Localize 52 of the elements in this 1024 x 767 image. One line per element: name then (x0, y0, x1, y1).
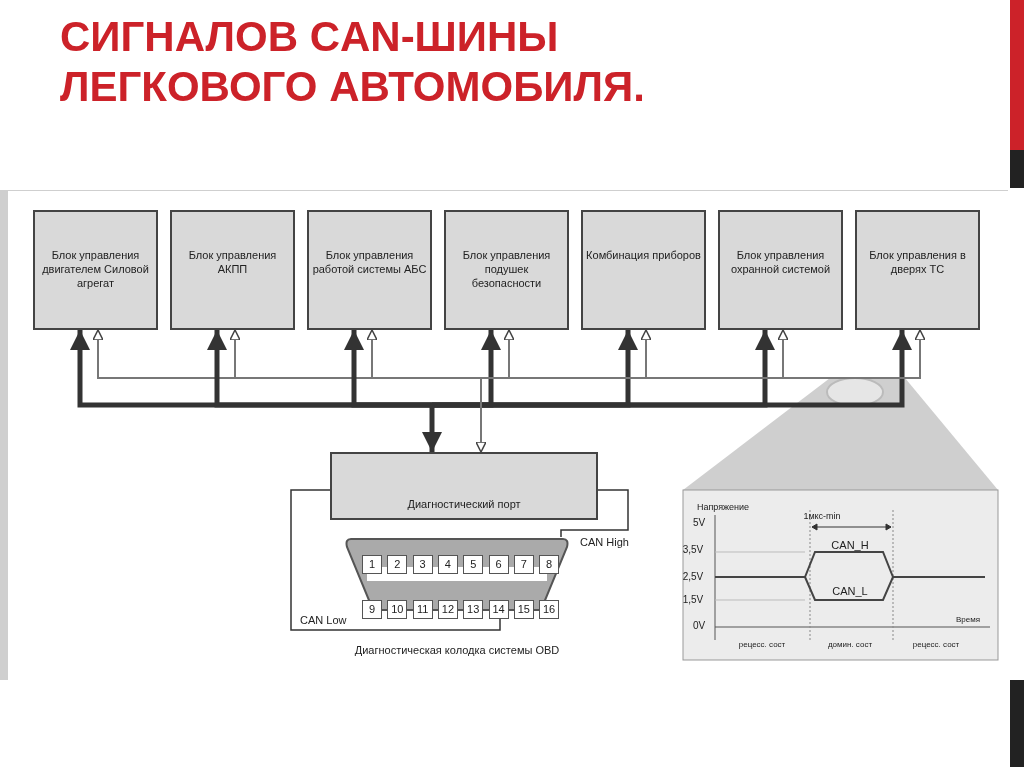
control-unit-box (718, 210, 843, 330)
chart-label: рецесс. сост (912, 641, 960, 649)
pin-number: 16 (539, 600, 560, 619)
pin-number: 8 (539, 555, 560, 574)
wire (560, 489, 629, 538)
control-unit-box (855, 210, 980, 330)
title: СИГНАЛОВ CAN-ШИНЫ ЛЕГКОВОГО АВТОМОБИЛЯ. (60, 12, 646, 112)
chart-label: 1,5V (682, 595, 704, 605)
node-label: Блок управления в дверях ТС (868, 248, 967, 276)
bus-line (344, 330, 432, 408)
bus-line (422, 405, 442, 452)
pin-number: 10 (387, 600, 408, 619)
chart-label: Время (955, 616, 981, 624)
chart-label: домин. сост (827, 641, 873, 649)
pin-number: 9 (362, 600, 382, 619)
bus-line (475, 377, 487, 453)
control-unit-box (444, 210, 569, 330)
edge-label: CAN Low (300, 614, 347, 627)
pin-number: 15 (513, 600, 534, 619)
bus-line (432, 330, 912, 408)
node-label: Блок управления работой системы АБС (312, 248, 427, 276)
control-unit-box (170, 210, 295, 330)
pin-number: 5 (463, 555, 484, 574)
chart-label: Напряжение (696, 502, 750, 512)
pin-number: 14 (488, 600, 509, 619)
wire (290, 489, 501, 631)
chart-label: CAN_H (831, 539, 869, 551)
pin-number: 11 (412, 600, 433, 619)
control-unit-box (307, 210, 432, 330)
edge-label: CAN High (580, 536, 629, 549)
node-label: Диагностическая колодка системы OBD (354, 643, 560, 658)
chart-label: 3,5V (682, 545, 704, 555)
chart-label: 5V (692, 518, 706, 528)
control-unit-box (581, 210, 706, 330)
node-label: Диагностический порт (407, 497, 521, 511)
node-label: Блок управления АКПП (187, 248, 278, 276)
port-box (330, 452, 598, 520)
control-unit-box (33, 210, 158, 330)
chart-label: 0V (692, 621, 706, 631)
node-label: Блок управления подушек безопасности (461, 248, 552, 290)
node-label: Блок управления охранной системой (729, 248, 832, 276)
chart-label: 1мкс-min (803, 511, 841, 521)
pin-number: 13 (463, 600, 484, 619)
chart-label: 2,5V (682, 572, 704, 582)
pin-number: 1 (362, 555, 382, 574)
bus-line (366, 329, 482, 379)
pin-number: 2 (387, 555, 408, 574)
chart-label: CAN_L (832, 585, 868, 597)
pin-number: 12 (437, 600, 458, 619)
node-label: Комбинация приборов (586, 248, 701, 262)
node-label: Блок управления двигателем Силовой агрегат (41, 248, 150, 290)
chart-label: рецесс. сост (738, 641, 786, 649)
